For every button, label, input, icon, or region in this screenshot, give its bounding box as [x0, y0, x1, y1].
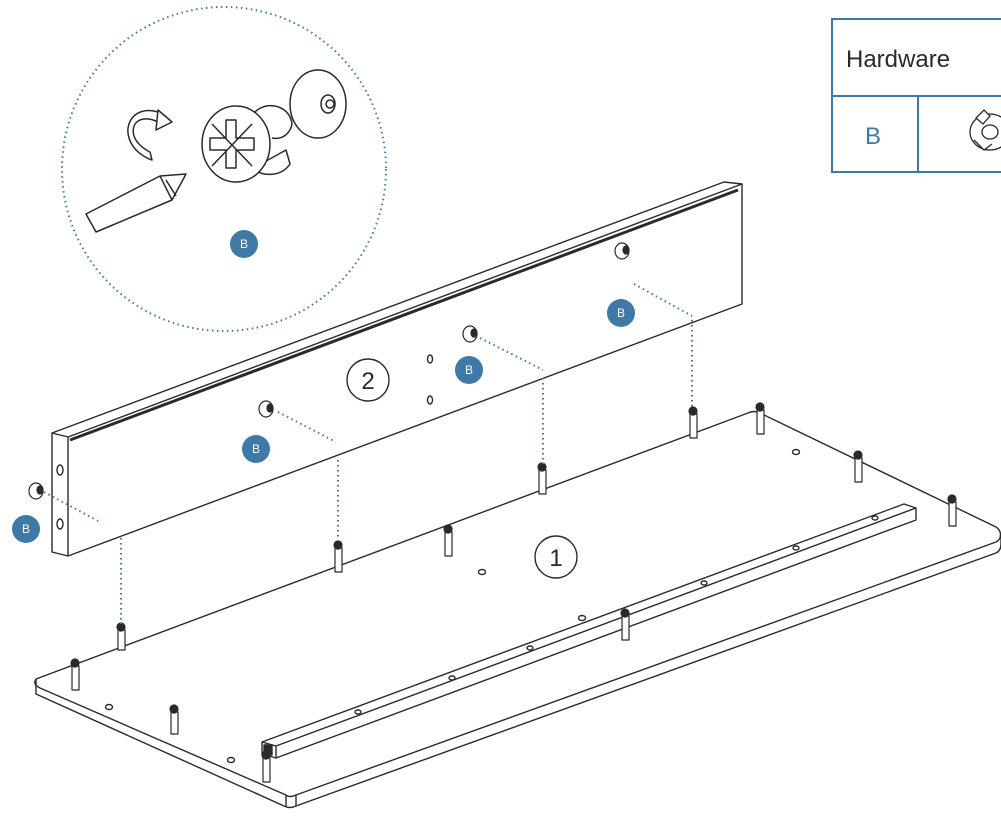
callout-b-badge: B	[455, 356, 483, 384]
cam-cap-icon	[289, 69, 347, 139]
guide-lines	[43, 283, 693, 624]
part-label-1: 1	[534, 535, 578, 579]
cam-lock-icon	[969, 109, 1001, 151]
cam-bolts	[70, 402, 957, 783]
hardware-row-letter: B	[865, 123, 881, 150]
cam-lock-parts	[28, 242, 630, 500]
svg-text:B: B	[22, 522, 30, 536]
detail-view-badge: B	[240, 237, 248, 251]
hardware-callouts: B B B B	[12, 299, 635, 543]
svg-text:2: 2	[361, 368, 374, 395]
part-label-2: 2	[346, 358, 390, 402]
hardware-table-title: Hardware	[846, 46, 950, 73]
svg-text:B: B	[465, 363, 473, 377]
callout-b-badge: B	[242, 435, 270, 463]
panel-holes	[104, 448, 801, 764]
svg-text:B: B	[617, 306, 625, 320]
rotate-arrow-icon	[127, 109, 173, 161]
screwdriver-icon	[85, 173, 187, 233]
callout-b-badge: B	[607, 299, 635, 327]
cam-lock-icon	[201, 104, 293, 183]
detail-view: B	[61, 6, 387, 332]
svg-text:1: 1	[549, 545, 562, 572]
back-panel	[51, 181, 743, 557]
svg-text:B: B	[252, 442, 260, 456]
hardware-table: Hardware B	[831, 18, 1001, 173]
callout-b-badge: B	[12, 515, 40, 543]
